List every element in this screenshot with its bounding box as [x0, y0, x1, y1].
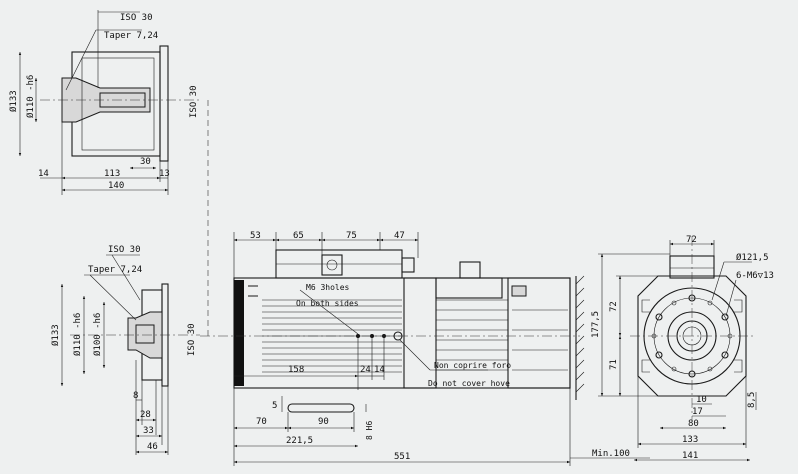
top-inner-outline [81, 57, 155, 151]
top-left-toolholder-view [18, 10, 209, 340]
both-sides-note: On both sides [296, 299, 359, 308]
mid-d33-label: 33 [143, 426, 154, 436]
top-iso-label: ISO 30 [120, 13, 153, 23]
cover-leader [399, 339, 431, 371]
mid-iso-label: ISO 30 [108, 245, 141, 255]
spindle-side-view [200, 232, 650, 466]
spindle-nose-dark [234, 280, 244, 386]
top-taper-leader [65, 29, 97, 91]
top-dia110-label: Ø110 -h6 [25, 75, 36, 118]
fv-d71-label: 71 [609, 359, 619, 370]
mid-dia100-label: Ø100 -h6 [92, 313, 103, 356]
rear-section [507, 277, 571, 389]
fv-holes-label: 6-M6▽13 [736, 271, 774, 281]
fv-d141-label: 141 [682, 451, 698, 461]
sv-d75-label: 75 [346, 231, 357, 241]
top-d140-label: 140 [108, 181, 124, 191]
sv-d90-label: 90 [318, 417, 329, 427]
mid-bore [135, 324, 155, 344]
dia1215-leader [711, 261, 725, 301]
fitting [459, 261, 481, 279]
mid-d28-label: 28 [140, 410, 151, 420]
holes-leader [299, 289, 359, 335]
fv-d85-label: 8,5 [747, 392, 757, 408]
holes-leader-front [725, 279, 737, 317]
sv-d14-label: 14 [374, 365, 385, 375]
wall-hatch [575, 275, 585, 393]
mid-taper-label: Taper 7,24 [88, 265, 142, 275]
mid-dia133-label: Ø133 [50, 324, 61, 346]
holes-note: M6 3holes [306, 283, 350, 292]
cooling-fins [262, 299, 568, 373]
fv-d80-label: 80 [688, 419, 699, 429]
fv-d72-side-label: 72 [609, 301, 619, 312]
top-d30-label: 30 [140, 157, 151, 167]
fv-d17-label: 17 [692, 407, 703, 417]
rear-block [511, 285, 527, 297]
key-slot [287, 403, 355, 413]
top-taper-label: Taper 7,24 [104, 31, 158, 41]
note-italian: Non coprire foro [434, 361, 511, 370]
sv-d158-label: 158 [288, 365, 304, 375]
top-d13-label: 13 [159, 169, 170, 179]
sv-d70-label: 70 [256, 417, 267, 427]
fv-d72-top-label: 72 [686, 235, 697, 245]
sv-d24-label: 24 [360, 365, 371, 375]
mid-dia110-label: Ø110 -h6 [72, 313, 83, 356]
top-iso-side-label: ISO 30 [189, 85, 199, 118]
slot-label: 8 H6 [365, 421, 374, 440]
connector-circle [326, 259, 338, 271]
middle-band [403, 277, 437, 389]
top-d113-label: 113 [104, 169, 120, 179]
sv-d5-label: 5 [272, 401, 277, 411]
spindle-nose-detail [248, 285, 258, 297]
sv-d221-label: 221,5 [286, 436, 313, 446]
top-d14-label: 14 [38, 169, 49, 179]
mid-d8-label: 8 [133, 391, 138, 401]
junction-box [435, 277, 503, 299]
sv-d53-label: 53 [250, 231, 261, 241]
mid-left-toolholder-view [60, 254, 200, 455]
mid-iso-side-label: ISO 30 [187, 323, 197, 356]
sv-d551-label: 551 [394, 452, 410, 462]
front-side-tabs [641, 299, 743, 373]
connector-plug [401, 257, 415, 273]
fv-dia1215-label: Ø121,5 [736, 252, 769, 263]
mid-taper-leader [89, 274, 137, 321]
note-english: Do not cover hove [428, 379, 510, 388]
front-octagon [637, 275, 747, 397]
top-dia133-label: Ø133 [8, 90, 19, 112]
sv-d65-label: 65 [293, 231, 304, 241]
fv-d10-label: 10 [696, 395, 707, 405]
sv-min100-label: Min.100 [592, 449, 630, 459]
top-holder-flange [159, 45, 169, 162]
spindle-front-view [598, 236, 757, 462]
mid-d46-label: 46 [147, 442, 158, 452]
fv-d1775-label: 177,5 [591, 311, 601, 338]
fv-d133-label: 133 [682, 435, 698, 445]
connector [321, 254, 343, 276]
mid-iso-leader [111, 254, 141, 301]
sv-d47-label: 47 [394, 231, 405, 241]
